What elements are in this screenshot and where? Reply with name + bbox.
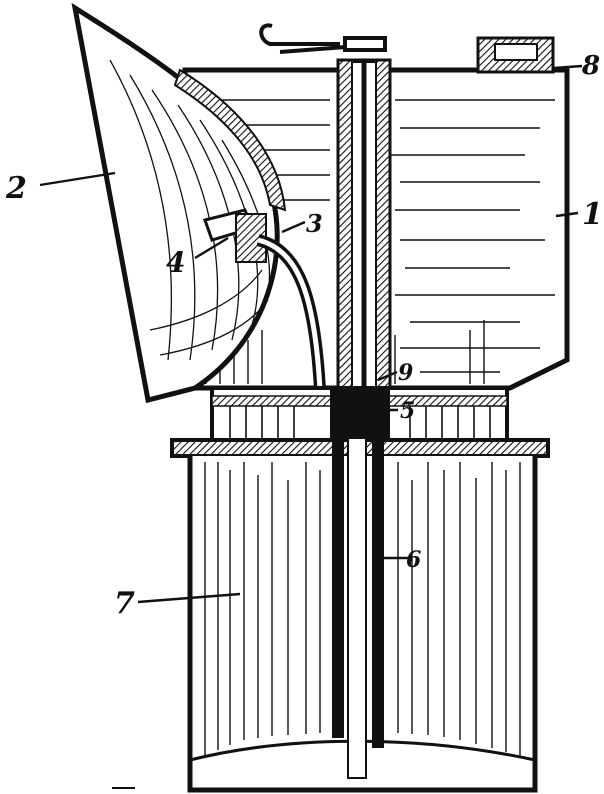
water-valve-lever — [259, 23, 387, 54]
reflector — [71, 2, 287, 404]
central-tube — [336, 58, 392, 402]
label-6: 6 — [406, 547, 421, 573]
label-5: 5 — [400, 398, 415, 424]
label-8: 8 — [581, 51, 600, 81]
label-1: 1 — [582, 197, 603, 232]
filler-cap — [476, 36, 555, 74]
burner-fitting — [203, 208, 326, 391]
label-9: 9 — [398, 360, 413, 386]
chamber-shading-lines — [204, 462, 521, 756]
label-3: 3 — [306, 209, 323, 238]
label-4: 4 — [166, 246, 185, 279]
label-2: 2 — [5, 171, 27, 206]
neck-section — [210, 386, 509, 442]
leader-lines — [39, 64, 583, 604]
drip-tube — [332, 437, 384, 779]
label-7: 7 — [114, 586, 135, 621]
